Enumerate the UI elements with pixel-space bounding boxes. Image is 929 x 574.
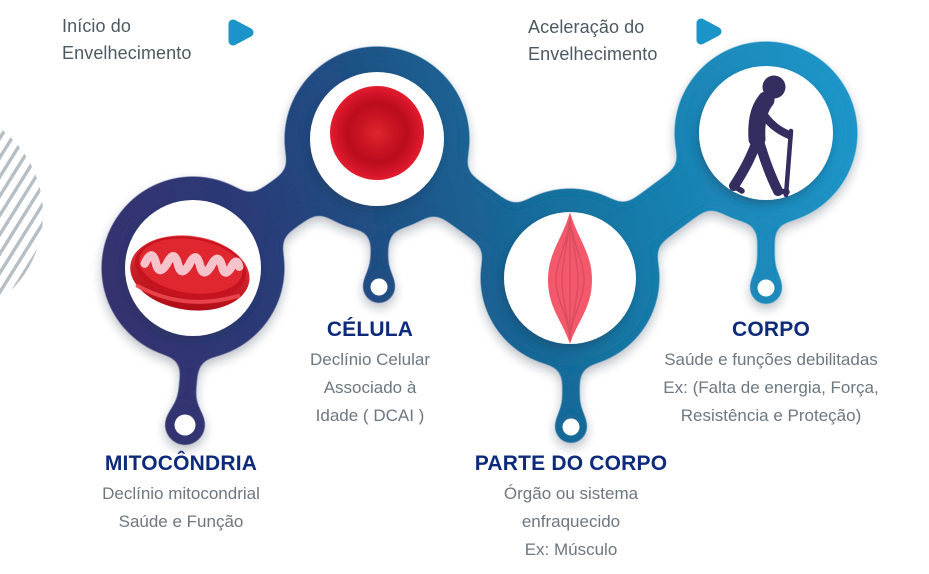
stage-block-mitocondria: MITOCÔNDRIA Declínio mitocondrial Saúde … (41, 452, 321, 536)
stage-desc-parte-do-corpo: Órgão ou sistema enfraquecido Ex: Múscul… (503, 484, 639, 559)
stage-title-parte-do-corpo: PARTE DO CORPO (474, 452, 668, 475)
stage-title-mitocondria: MITOCÔNDRIA (104, 452, 258, 475)
stage-block-parte-do-corpo: PARTE DO CORPO Órgão ou sistema enfraque… (442, 452, 700, 564)
mitochondria-icon (130, 235, 250, 311)
stage-title-celula: CÉLULA (326, 318, 414, 341)
stage-title-corpo: CORPO (731, 318, 810, 341)
stage-block-celula: CÉLULA Declínio Celular Associado à Idad… (250, 318, 490, 430)
label-aceleracao-envelhecimento: Aceleração do Envelhecimento (528, 17, 658, 64)
stage-desc-mitocondria: Declínio mitocondrial Saúde e Função (102, 484, 260, 531)
label-inicio-envelhecimento: Início do Envelhecimento (62, 16, 192, 63)
stage-desc-corpo: Saúde e funções debilitadas Ex: (Falta d… (663, 350, 879, 425)
elderly-person-icon (729, 75, 794, 198)
stage-block-corpo: CORPO Saúde e funções debilitadas Ex: (F… (621, 318, 921, 430)
hatch-decoration (0, 128, 43, 300)
small-ring-holes (174, 278, 775, 436)
muscle-icon (548, 212, 592, 344)
play-arrow-icon (696, 18, 722, 45)
stage-desc-celula: Declínio Celular Associado à Idade ( DCA… (310, 350, 430, 425)
red-blood-cell-icon (330, 86, 424, 180)
play-arrow-icon (228, 19, 254, 46)
